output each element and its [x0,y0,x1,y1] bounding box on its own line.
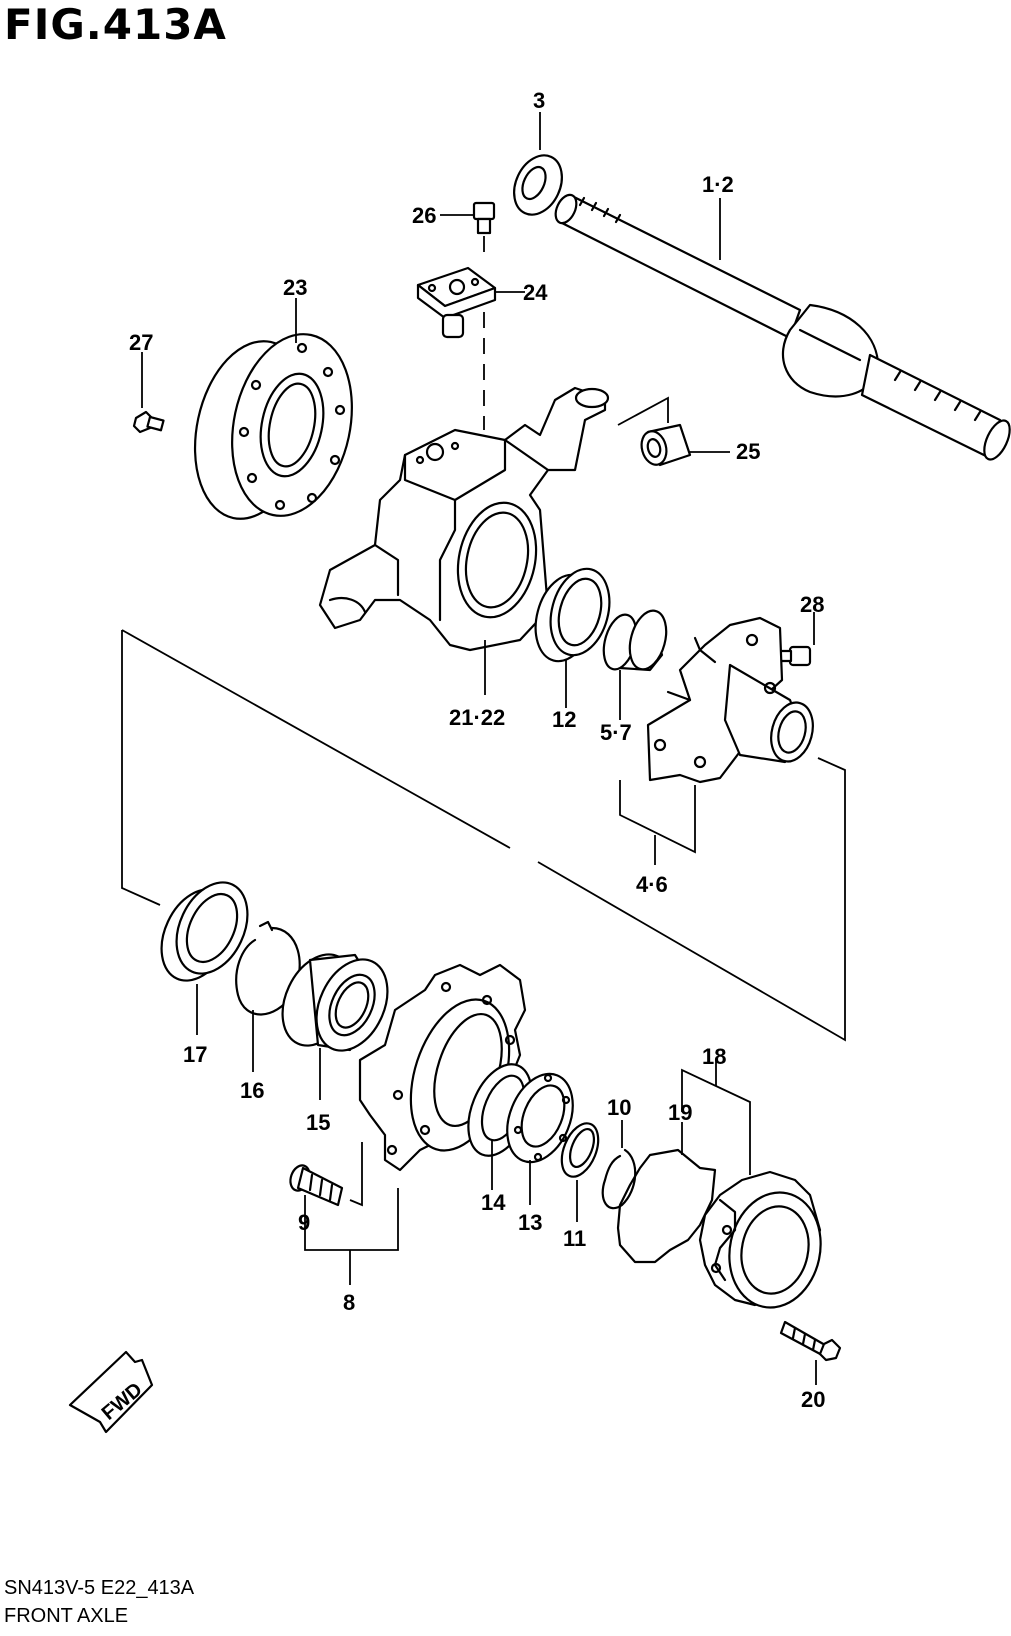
callout-26: 26 [412,203,436,228]
part-21-22-steering-knuckle[interactable] [318,386,610,652]
callout-4-6: 4·6 [636,872,668,897]
figure-title: FIG.413A [4,0,227,49]
callout-25: 25 [736,439,760,464]
figure-subtitle: FRONT AXLE [4,1605,129,1627]
callout-21-22: 21·22 [449,705,505,730]
part-13-spacer-ring[interactable] [495,1064,585,1172]
callout-13: 13 [518,1210,542,1235]
callout-18: 18 [702,1044,726,1069]
callout-5-7: 5·7 [600,720,632,745]
part-23-bearing-housing[interactable] [179,323,367,530]
part-1-2-drive-shaft[interactable] [552,192,1011,464]
callout-20: 20 [801,1387,825,1412]
part-19-gasket[interactable] [616,1148,717,1264]
part-28-bolt[interactable] [773,645,812,667]
part-17-seal[interactable] [148,871,262,992]
part-27-bolt[interactable] [132,410,165,434]
callout-14: 14 [481,1190,506,1215]
part-10-snap-ring[interactable] [601,1148,637,1210]
figure-code: SN413V-5 E22_413A [4,1577,195,1599]
callout-3: 3 [533,88,545,113]
part-15-wheel-bearing[interactable] [269,943,402,1062]
callout-12: 12 [552,707,576,732]
callout-17: 17 [183,1042,207,1067]
callout-16: 16 [240,1078,264,1103]
part-3-oil-seal[interactable] [505,148,571,223]
part-16-circlip[interactable] [235,920,301,1016]
callout-1-2: 1·2 [702,172,734,197]
callout-15: 15 [306,1110,330,1135]
part-26-bolt[interactable] [472,201,496,235]
callout-27: 27 [129,330,153,355]
callout-10: 10 [607,1095,631,1120]
part-18-locking-hub[interactable] [698,1170,831,1316]
callout-8: 8 [343,1290,355,1315]
callout-11: 11 [563,1226,586,1251]
part-25-bearing[interactable] [638,423,692,468]
fwd-direction-arrow: FWD [68,1350,154,1434]
part-12-oil-seal[interactable] [527,562,619,667]
callout-9: 9 [298,1210,310,1235]
part-24-kingpin-plate[interactable] [416,266,497,339]
part-20-hub-bolt[interactable] [779,1320,842,1362]
part-5-7-bushing[interactable] [598,607,672,674]
part-4-6-spindle[interactable] [646,616,819,784]
callout-24: 24 [523,280,548,305]
part-9-wheel-stud[interactable] [287,1163,344,1207]
callout-23: 23 [283,275,307,300]
callout-19: 19 [668,1100,692,1125]
callout-28: 28 [800,592,824,617]
part-11-thrust-washer[interactable] [555,1118,606,1182]
